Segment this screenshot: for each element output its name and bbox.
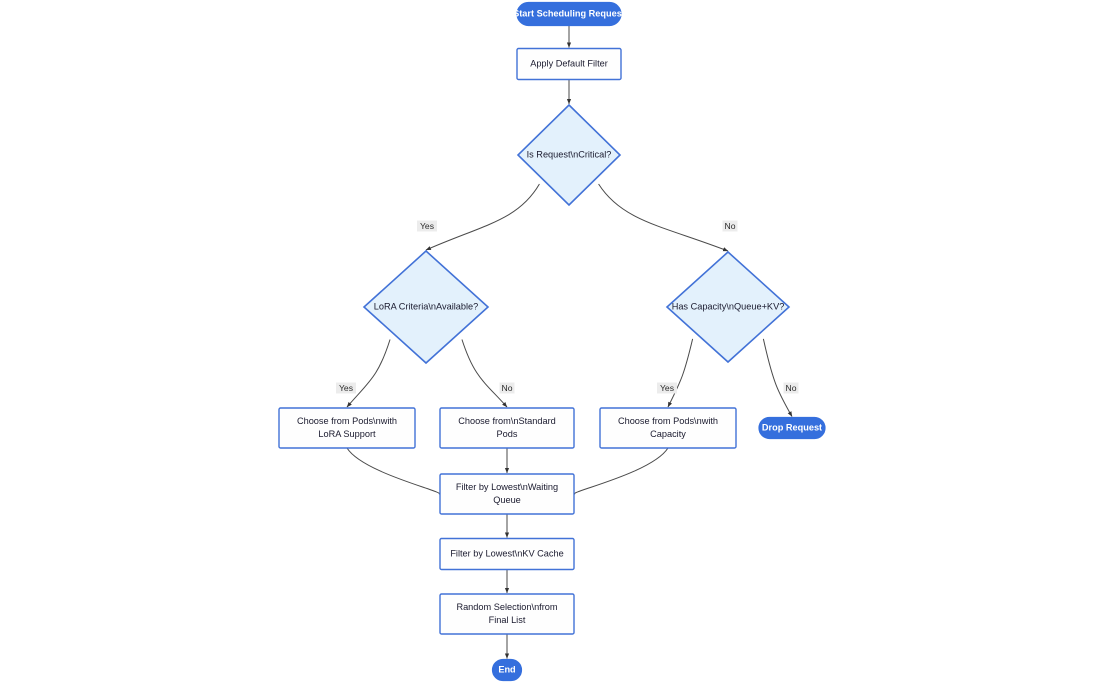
node-shape-rect (278, 407, 416, 449)
edge-is_request_critical-to-lora_criteria_available (425, 183, 540, 251)
edge-has_capacity-to-choose_capacity_pods (667, 338, 694, 408)
node-label: Drop Request (762, 422, 822, 432)
node-shape-rect (439, 593, 575, 635)
edge-choose_capacity_pods-to-filter_waiting_queue (569, 447, 669, 495)
node-label: LoRA Criteria\nAvailable? (374, 301, 479, 311)
node-label: LoRA Support (318, 429, 376, 439)
node-shape-rect (439, 537, 575, 571)
node-filter_kv_cache[interactable]: Filter by Lowest\nKV Cache (439, 537, 575, 571)
edge-label-e3: Yes (417, 220, 437, 232)
node-label: Queue (493, 495, 521, 505)
node-shape-stadium (516, 1, 622, 27)
node-label: Is Request\nCritical? (527, 149, 612, 159)
node-label: Final List (489, 615, 526, 625)
edge-label-e6: No (499, 382, 515, 394)
edge-label-text: Yes (339, 383, 353, 393)
node-label: Filter by Lowest\nWaiting (456, 482, 558, 492)
edge-is_request_critical-to-has_capacity (598, 183, 729, 252)
node-label: Start Scheduling Request (513, 8, 625, 18)
node-label: Apply Default Filter (530, 58, 608, 68)
node-end[interactable]: End (491, 658, 523, 682)
node-shape-diamond (665, 250, 791, 364)
edge-label-text: Yes (660, 383, 674, 393)
node-label: Pods (497, 429, 518, 439)
node-shape-rect (599, 407, 737, 449)
edge-lora_criteria_available-to-choose_lora_pods (346, 339, 391, 408)
edge-label-background (499, 382, 515, 394)
node-lora_criteria_available[interactable]: LoRA Criteria\nAvailable? (362, 249, 490, 365)
edges-layer (346, 25, 793, 659)
node-label: End (498, 664, 515, 674)
node-label: Choose from\nStandard (458, 416, 556, 426)
edge-has_capacity-to-drop_request (762, 338, 793, 417)
node-apply_default_filter[interactable]: Apply Default Filter (516, 47, 622, 81)
edge-label-text: Yes (420, 221, 434, 231)
edge-label-background (657, 382, 677, 394)
node-shape-diamond (516, 103, 622, 207)
edge-label-e8: No (783, 382, 799, 394)
node-label: Choose from Pods\nwith (297, 416, 397, 426)
node-label: Filter by Lowest\nKV Cache (450, 548, 563, 558)
edge-label-text: No (725, 221, 736, 231)
edge-label-background (336, 382, 356, 394)
edge-choose_lora_pods-to-filter_waiting_queue (346, 447, 445, 495)
edge-label-e7: Yes (657, 382, 677, 394)
node-is_request_critical[interactable]: Is Request\nCritical? (516, 103, 622, 207)
node-drop_request[interactable]: Drop Request (758, 416, 826, 440)
node-shape-diamond (362, 249, 490, 365)
edge-label-e4: No (722, 220, 738, 232)
edge-label-background (783, 382, 799, 394)
edge-label-background (417, 220, 437, 232)
node-start[interactable]: Start Scheduling Request (513, 1, 625, 27)
node-has_capacity[interactable]: Has Capacity\nQueue+KV? (665, 250, 791, 364)
node-label: Capacity (650, 429, 686, 439)
edge-label-text: No (786, 383, 797, 393)
node-shape-rect (516, 47, 622, 81)
node-shape-rect (439, 473, 575, 515)
node-shape-rect (439, 407, 575, 449)
edge-lora_criteria_available-to-choose_standard_pods (461, 339, 508, 408)
node-label: Random Selection\nfrom (456, 602, 557, 612)
node-label: Choose from Pods\nwith (618, 416, 718, 426)
node-shape-stadium (758, 416, 826, 440)
node-label: Has Capacity\nQueue+KV? (672, 301, 785, 311)
edge-label-e5: Yes (336, 382, 356, 394)
node-shape-stadium (491, 658, 523, 682)
edge-label-text: No (502, 383, 513, 393)
edge-label-background (722, 220, 738, 232)
